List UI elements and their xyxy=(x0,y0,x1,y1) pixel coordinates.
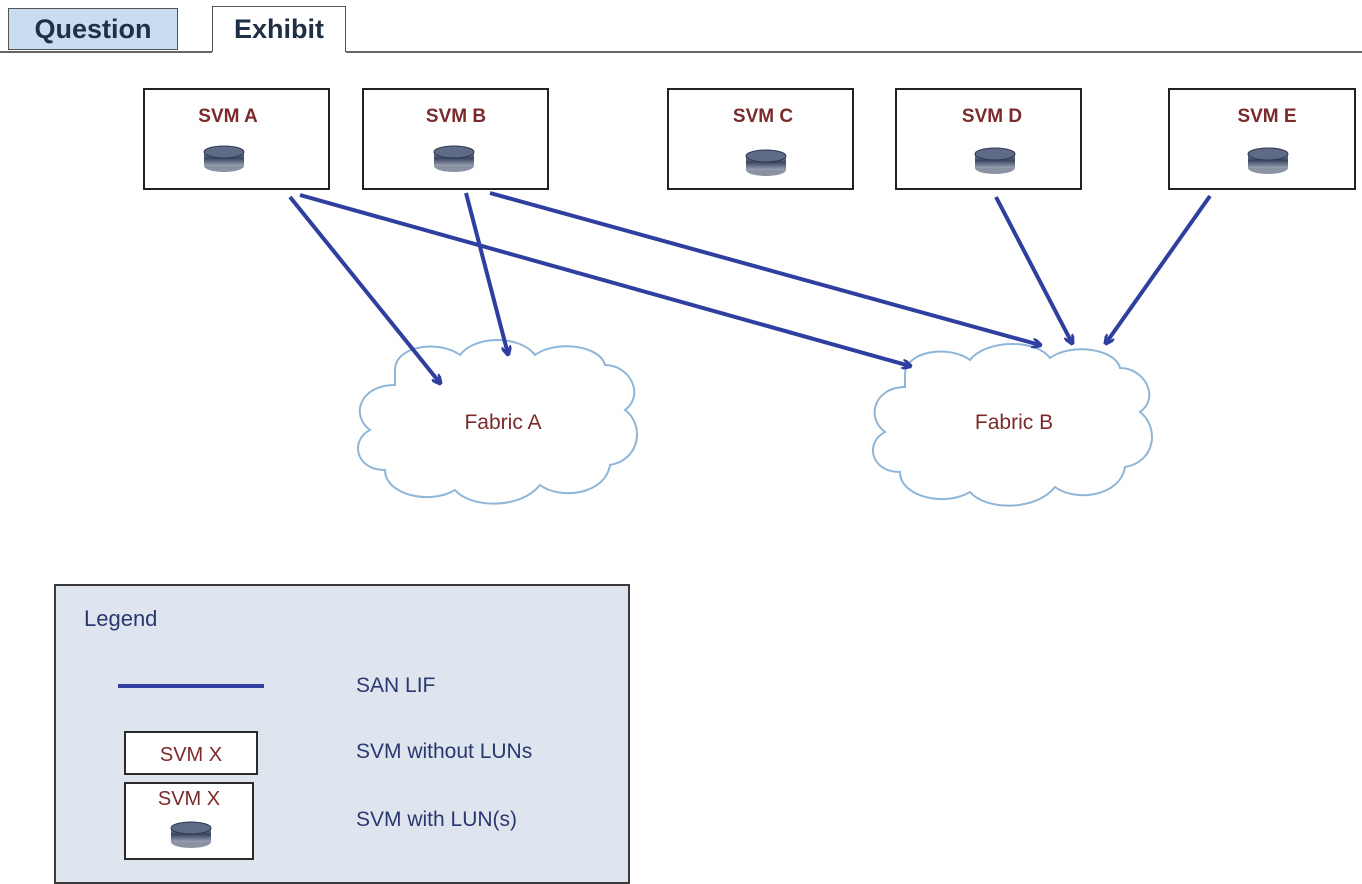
tab-bar-divider xyxy=(346,51,1362,53)
san-lif-d-to-fabric-b xyxy=(994,196,1072,343)
lun-disk-icon xyxy=(203,145,245,173)
lun-disk-icon xyxy=(974,147,1016,175)
san-lif-a-to-fabric-a xyxy=(288,195,440,383)
svm-e-label: SVM E xyxy=(1237,106,1296,127)
legend-svm-with-luns-box: SVM X xyxy=(124,782,254,860)
lun-disk-icon xyxy=(433,145,475,173)
lun-disk-icon xyxy=(170,821,212,849)
fabric-b-label: Fabric B xyxy=(975,411,1053,434)
san-lif-b-to-fabric-b xyxy=(489,191,1040,345)
svm-box-e: SVM E xyxy=(1168,88,1356,190)
fabric-a-cloud: Fabric A xyxy=(357,339,638,505)
tab-exhibit[interactable]: Exhibit xyxy=(212,6,346,52)
legend-svm-with-luns-text: SVM with LUN(s) xyxy=(356,808,518,831)
lun-disk-icon xyxy=(745,149,787,177)
tab-bar-divider-left xyxy=(0,51,212,53)
fabric-b-cloud: Fabric B xyxy=(872,342,1153,507)
legend-san-lif-text: SAN LIF xyxy=(356,674,436,697)
svm-box-c: SVM C xyxy=(667,88,854,190)
legend-svm-without-luns-box: SVM X xyxy=(124,731,258,775)
svm-a-label: SVM A xyxy=(198,106,258,127)
fabric-a-label: Fabric A xyxy=(464,411,541,434)
svm-box-b: SVM B xyxy=(362,88,549,190)
svm-b-label: SVM B xyxy=(426,106,486,127)
san-lif-e-to-fabric-b xyxy=(1106,194,1212,343)
legend-panel: Legend SAN LIF SVM X SVM without LUNs SV… xyxy=(54,584,630,884)
san-lif-a-to-fabric-b xyxy=(299,193,910,366)
lun-disk-icon xyxy=(1247,147,1289,175)
svm-box-d: SVM D xyxy=(895,88,1082,190)
legend-svm-x-label: SVM X xyxy=(157,788,221,810)
svm-box-a: SVM A xyxy=(143,88,330,190)
svm-c-label: SVM C xyxy=(733,106,793,127)
legend-san-lif-line xyxy=(118,684,264,688)
tab-question[interactable]: Question xyxy=(8,8,178,50)
san-lif-b-to-fabric-a xyxy=(464,192,508,354)
legend-svm-without-luns-text: SVM without LUNs xyxy=(356,740,533,763)
legend-svm-x-label: SVM X xyxy=(159,744,223,766)
legend-title: Legend xyxy=(84,606,158,631)
svm-d-label: SVM D xyxy=(962,106,1022,127)
